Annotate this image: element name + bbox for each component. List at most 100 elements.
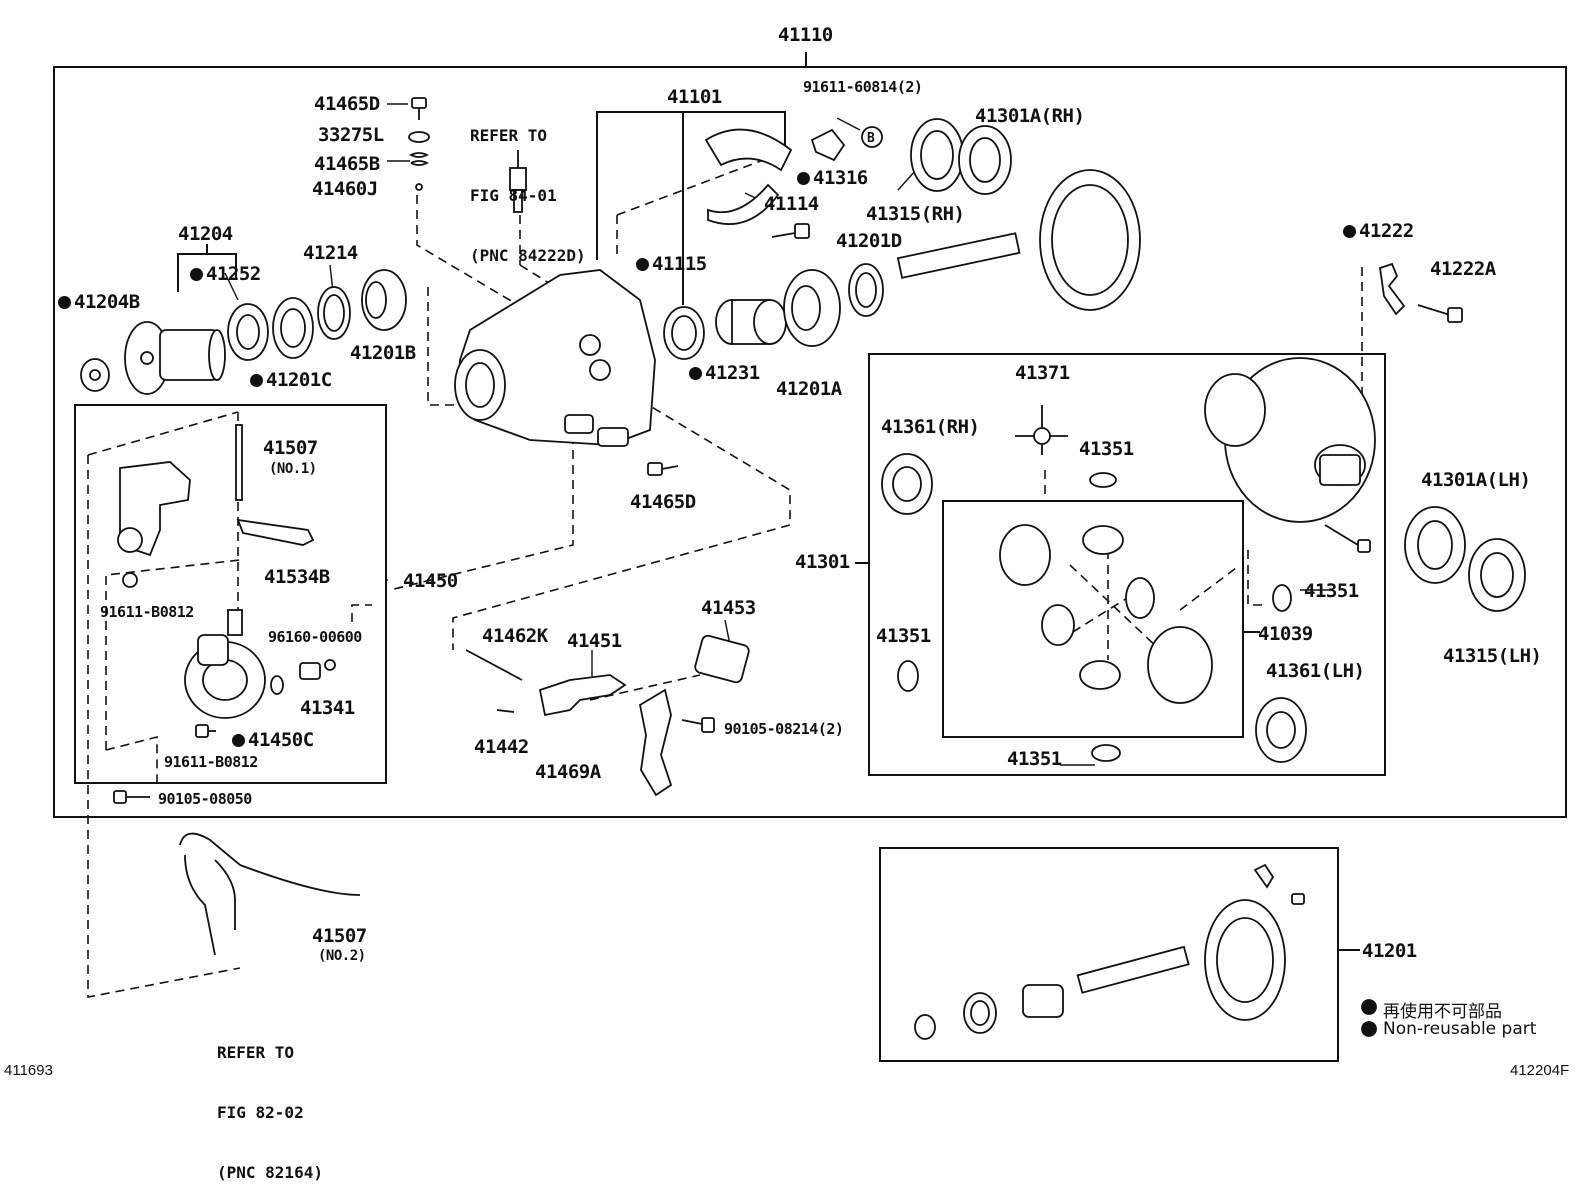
clip-96160-00600: [324, 659, 336, 671]
label-41201C: 41201C: [250, 369, 332, 391]
label-41252-text: 41252: [206, 263, 261, 285]
differential-carrier-housing: [454, 269, 656, 447]
label-41201D: 41201D: [836, 230, 902, 252]
label-41115: 41115: [636, 253, 707, 275]
label-41507-no2: 41507: [312, 925, 367, 947]
label-41534B: 41534B: [264, 566, 330, 588]
label-41301: 41301: [795, 551, 850, 573]
pipe-41507-no1: [235, 424, 243, 501]
cross-shaft-41371: [1015, 405, 1068, 455]
pin-41462K: [465, 649, 523, 681]
label-41222A: 41222A: [1430, 258, 1496, 280]
bearing-41301A-RH: [958, 125, 1012, 195]
label-41361-LH: 41361(LH): [1266, 660, 1365, 682]
non-reusable-dot: [636, 258, 649, 271]
bolt-diff-case: [1324, 524, 1371, 553]
legend-dot-ja: [1361, 999, 1377, 1015]
label-41301A-RH: 41301A(RH): [975, 105, 1085, 127]
assembly-frame-41110: [53, 66, 1567, 818]
label-41201B: 41201B: [350, 342, 416, 364]
washer-41115: [663, 306, 705, 360]
label-41204: 41204: [178, 223, 233, 245]
non-reusable-dot: [689, 367, 702, 380]
figure-id-left: 411693: [4, 1062, 53, 1079]
companion-flange-41204: [124, 321, 226, 395]
label-41507-no1: 41507: [263, 437, 318, 459]
label-41231-text: 41231: [705, 362, 760, 384]
spacer-41231: [715, 299, 787, 345]
figure-id-right: 412204F: [1510, 1062, 1570, 1079]
label-41201-kit: 41201: [1362, 940, 1417, 962]
hose-41507-no2: [179, 832, 361, 956]
pin-41442: [496, 709, 515, 713]
thrust-washer-41351-b: [897, 660, 919, 692]
label-41222: 41222: [1343, 220, 1414, 242]
note-refer-fig82: REFER TO FIG 82-02 (PNC 82164): [217, 1003, 323, 1203]
filter-41341: [299, 662, 321, 680]
bolt-41222A: [1417, 304, 1463, 323]
assembly-frame-41039: [942, 500, 1244, 738]
bolt-41465D-mid: [647, 462, 679, 476]
non-reusable-dot: [232, 734, 245, 747]
bearing-41315-RH: [910, 118, 964, 192]
shift-fork-41451: [538, 674, 627, 717]
label-91611-B0812-a: 91611-B0812: [100, 603, 194, 621]
non-reusable-dot: [250, 374, 263, 387]
label-41351-a: 41351: [1079, 438, 1134, 460]
label-41442: 41442: [474, 736, 529, 758]
label-41465D-top: 41465D: [314, 93, 380, 115]
note-fig82-line2: FIG 82-02: [217, 1103, 304, 1122]
label-41351-b: 41351: [1304, 580, 1359, 602]
label-41341: 41341: [300, 697, 355, 719]
note-fig82-line1: REFER TO: [217, 1043, 295, 1062]
spacer-41214: [317, 286, 351, 340]
lock-41222: [1379, 262, 1406, 316]
bearing-41301A-LH: [1404, 506, 1466, 584]
label-41451: 41451: [567, 630, 622, 652]
parts-diagram: B: [53, 52, 1567, 1062]
legend-ja: 再使用不可部品: [1383, 1002, 1502, 1022]
note-refer-fig84: REFER TO FIG 84-01 (PNC 84222D): [470, 86, 586, 286]
label-91611-60814: 91611-60814(2): [803, 78, 923, 96]
label-41465B: 41465B: [314, 153, 380, 175]
label-41222-text: 41222: [1359, 220, 1414, 242]
bolt-90105-08050: [113, 790, 150, 804]
thrust-washer-41351-d: [1091, 744, 1121, 762]
kit-41201-contents: [914, 863, 1305, 1040]
label-33275L: 33275L: [318, 124, 384, 146]
label-41301A-LH: 41301A(LH): [1421, 469, 1531, 491]
pump-cover: [117, 461, 191, 557]
non-reusable-dot: [1343, 225, 1356, 238]
ball-41460J: [415, 183, 423, 191]
marker-b-circle: [861, 126, 883, 148]
sleeve-41453: [694, 634, 750, 684]
label-96160-00600: 96160-00600: [268, 628, 362, 646]
assembly-frame-41301: [868, 353, 1386, 776]
ring-gear-pinion: [896, 169, 1141, 311]
label-41453: 41453: [701, 597, 756, 619]
bearing-41201C: [272, 297, 314, 359]
marker-b: B: [867, 131, 875, 146]
assembly-frame-41450: [74, 404, 387, 784]
thrust-washer-41351-c: [1272, 584, 1292, 612]
diff-gears-41039: [999, 524, 1213, 704]
bearing-cap-41101: [704, 128, 793, 225]
label-41507-no2-sub: (NO.2): [318, 948, 366, 964]
diff-case: [1204, 357, 1376, 523]
bolt-41465D-top: [411, 97, 427, 120]
label-91611-B0812-b: 91611-B0812: [164, 753, 258, 771]
label-90105-08214: 90105-08214(2): [724, 720, 844, 738]
lock-plate-41316: [810, 128, 846, 162]
label-90105-08050: 90105-08050: [158, 790, 252, 808]
oil-pump-41450: [184, 609, 266, 719]
label-41039: 41039: [1258, 623, 1313, 645]
label-41110: 41110: [778, 24, 833, 46]
bolt-90105-08214: [681, 717, 715, 733]
label-41204B: 41204B: [58, 291, 140, 313]
note-fig82-line3: (PNC 82164): [217, 1163, 323, 1182]
legend-dot-en: [1361, 1021, 1377, 1037]
washer-41361-LH: [1255, 697, 1307, 763]
bracket-41534B: [236, 518, 315, 546]
label-41115-text: 41115: [652, 253, 707, 275]
label-41204B-text: 41204B: [74, 291, 140, 313]
